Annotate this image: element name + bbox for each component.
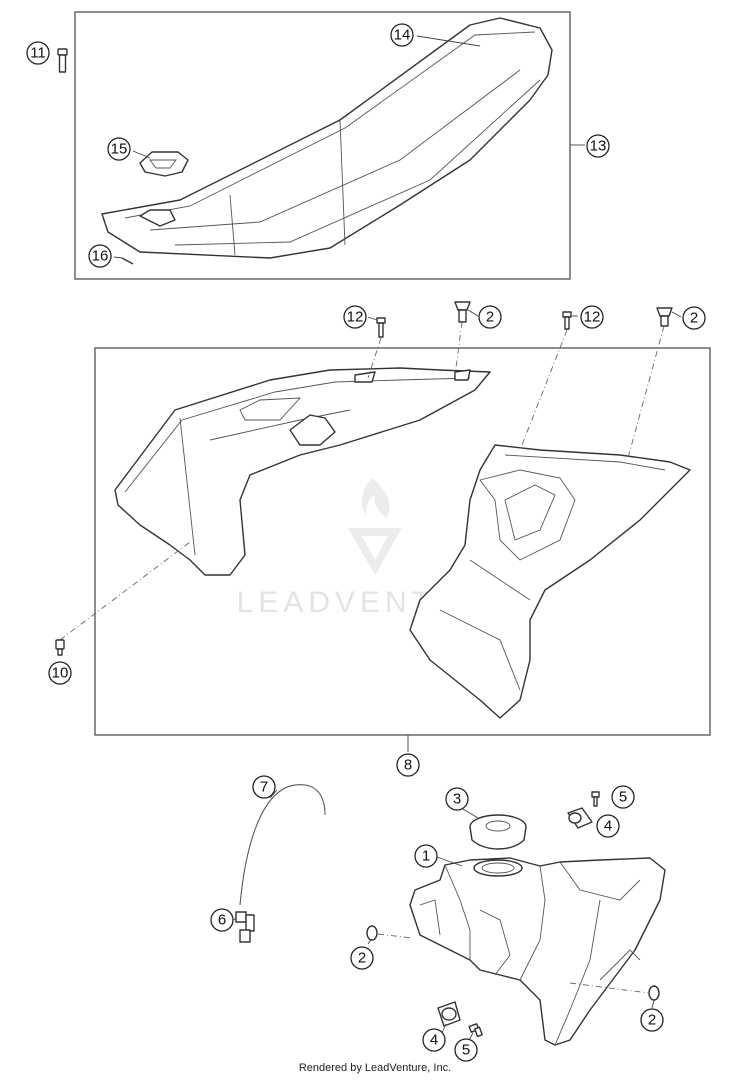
screw-part-5-upper: [591, 791, 600, 807]
callout-2-lower-right[interactable]: 2: [640, 1008, 664, 1032]
svg-text:2: 2: [648, 1012, 656, 1029]
callout-15[interactable]: 15: [107, 137, 131, 161]
fuel-tank: [409, 857, 666, 1046]
svg-text:15: 15: [111, 141, 128, 158]
watermark-flame-icon: [361, 478, 390, 518]
svg-text:5: 5: [619, 789, 627, 806]
svg-text:4: 4: [604, 818, 612, 835]
svg-text:6: 6: [218, 912, 226, 929]
bolt-part-11: [57, 48, 68, 73]
fuel-tap-part: [235, 911, 255, 943]
callout-4-lower[interactable]: 4: [422, 1028, 446, 1052]
callout-2-upper-left[interactable]: 2: [478, 305, 502, 329]
svg-text:7: 7: [260, 779, 268, 796]
callout-16[interactable]: 16: [88, 244, 112, 268]
rubber-damper-part-lower: [437, 1001, 461, 1027]
seat-group-frame: [74, 11, 571, 280]
callout-12-left[interactable]: 12: [343, 305, 367, 329]
svg-text:2: 2: [486, 309, 494, 326]
left-side-panel: [114, 367, 491, 576]
callout-2-upper-right[interactable]: 2: [682, 306, 706, 330]
seat-pin-part: [121, 257, 134, 265]
callout-6[interactable]: 6: [210, 908, 234, 932]
callout-5-lower[interactable]: 5: [454, 1038, 478, 1062]
callout-2-lower-left[interactable]: 2: [350, 946, 374, 970]
right-side-panel: [409, 444, 691, 719]
callout-13[interactable]: 13: [586, 134, 610, 158]
svg-text:12: 12: [347, 309, 364, 326]
svg-text:4: 4: [430, 1032, 438, 1049]
screw-part-10: [55, 639, 65, 656]
svg-text:1: 1: [422, 848, 430, 865]
callout-8[interactable]: 8: [396, 753, 420, 777]
callout-5-upper[interactable]: 5: [611, 785, 635, 809]
svg-text:8: 8: [404, 757, 412, 774]
callout-14[interactable]: 14: [390, 23, 414, 47]
grommet-part-2-lower-left: [366, 925, 413, 941]
callouts: 11 14 13 15 16 12 2 12: [26, 23, 706, 1062]
callout-7[interactable]: 7: [252, 775, 276, 799]
screw-part-12-right: [562, 311, 572, 330]
callout-10[interactable]: 10: [48, 661, 72, 685]
svg-text:16: 16: [92, 248, 109, 265]
callout-1[interactable]: 1: [414, 844, 438, 868]
screw-part-5-lower: [468, 1023, 483, 1038]
svg-text:12: 12: [584, 309, 601, 326]
svg-text:10: 10: [52, 665, 69, 682]
seat: [101, 17, 553, 259]
watermark-v-icon: [348, 528, 402, 575]
rubber-damper-part-upper: [567, 807, 593, 829]
side-panels-frame: [94, 347, 711, 736]
svg-text:14: 14: [394, 27, 411, 44]
callout-12-right[interactable]: 12: [580, 305, 604, 329]
svg-text:13: 13: [590, 138, 607, 155]
footer-credit: Rendered by LeadVenture, Inc.: [298, 1062, 452, 1074]
seat-fastener-part: [139, 151, 189, 177]
callout-3[interactable]: 3: [445, 787, 469, 811]
fuel-cap-part: [469, 814, 527, 850]
callout-4-upper[interactable]: 4: [596, 814, 620, 838]
grommet-part-2-upper-right: [656, 307, 673, 327]
svg-text:2: 2: [358, 950, 366, 967]
svg-text:2: 2: [690, 310, 698, 327]
svg-text:5: 5: [462, 1042, 470, 1059]
svg-text:11: 11: [30, 45, 46, 62]
fuel-hose-part: [239, 784, 326, 906]
svg-text:3: 3: [453, 791, 461, 808]
callout-11[interactable]: 11: [26, 41, 50, 65]
grommet-part-2-upper-left: [454, 301, 471, 323]
screw-part-12-left: [376, 317, 386, 338]
